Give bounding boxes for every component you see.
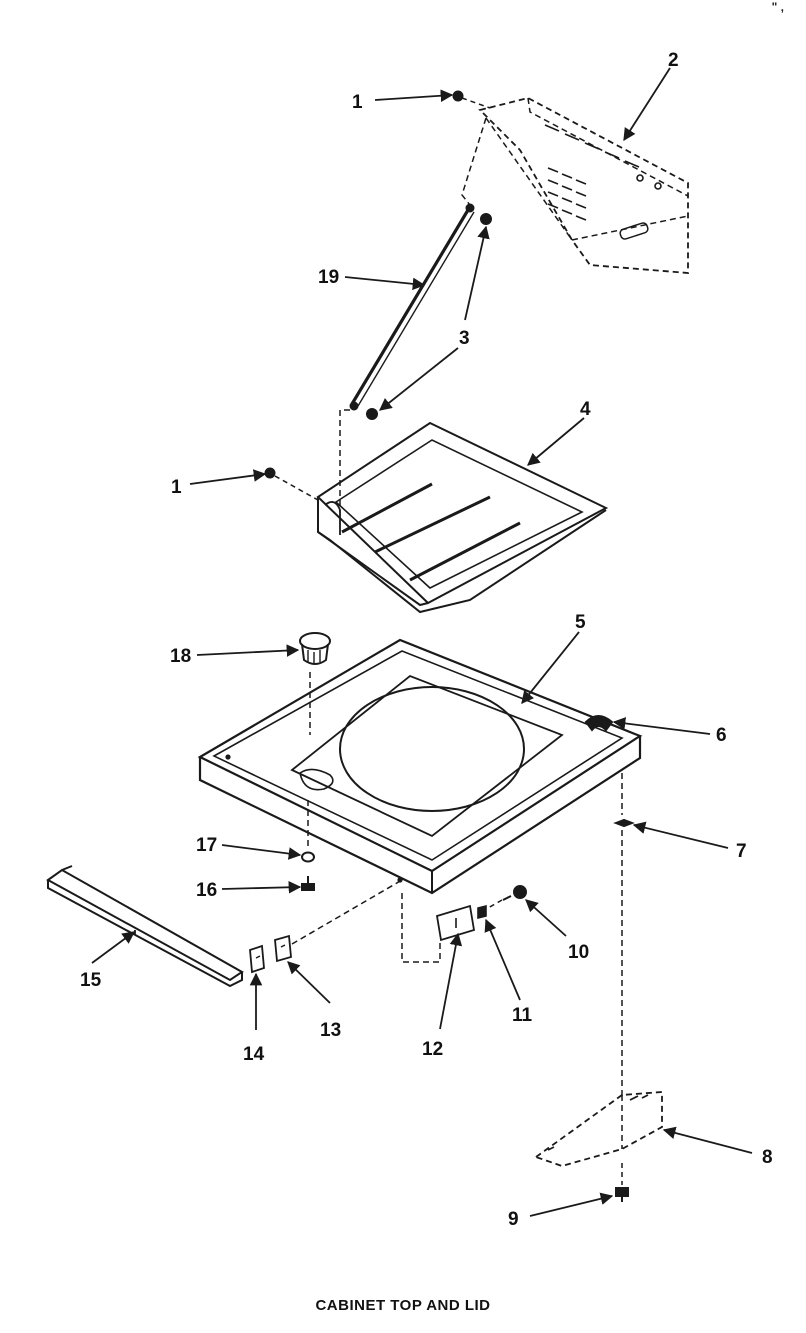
cabinet-top-part-5: [197, 638, 643, 895]
callout-7: 7: [736, 841, 747, 862]
clip-part-7: [613, 773, 635, 1100]
callout-18: 18: [170, 646, 191, 667]
callout-19: 19: [318, 267, 339, 288]
screw-part-1-lower: [264, 467, 319, 501]
callout-12: 12: [422, 1039, 443, 1060]
callout-16: 16: [196, 880, 217, 901]
callout-10: 10: [568, 942, 589, 963]
callout-17: 17: [196, 835, 217, 856]
lid-support-rod-part-19: [349, 203, 475, 411]
latch-part-12: [435, 904, 476, 942]
callout-14: 14: [243, 1044, 265, 1065]
spacer-part-11: [477, 904, 487, 920]
callout-6: 6: [716, 725, 727, 746]
callout-3: 3: [459, 328, 470, 349]
cap-part-18: [299, 632, 331, 735]
bracket-part-13: [274, 934, 292, 963]
screw-part-16: [301, 800, 315, 891]
callout-labels: 1 2 19 3 4 1 5 18 6 17 7 16 10 15 11 13 …: [80, 50, 773, 1230]
rear-bracket-part-8: [534, 1091, 663, 1167]
callout-13: 13: [320, 1020, 341, 1041]
callout-1-lower: 1: [171, 477, 182, 498]
callout-2: 2: [668, 50, 679, 71]
hinge-clip-part-6: [584, 715, 614, 732]
screw-part-10: [487, 885, 527, 909]
callout-8: 8: [762, 1147, 773, 1168]
handle-part-15: [46, 865, 244, 988]
screw-part-1-upper: [452, 90, 491, 109]
callout-15: 15: [80, 970, 102, 991]
bracket-part-14: [249, 944, 265, 974]
callout-9: 9: [508, 1209, 519, 1230]
callout-11: 11: [512, 1005, 533, 1026]
callout-1-upper: 1: [352, 92, 363, 113]
screw-part-9: [615, 1163, 629, 1202]
nut-part-3: [366, 213, 492, 420]
control-panel-part-2: [478, 97, 689, 274]
lid-part-4: [316, 421, 609, 614]
corner-mark: " ,: [771, 0, 784, 14]
leader-lines: [91, 67, 753, 1217]
diagram-title: CABINET TOP AND LID: [315, 1297, 491, 1314]
washer-part-17: [301, 851, 315, 863]
callout-5: 5: [575, 612, 586, 633]
callout-4: 4: [580, 399, 591, 420]
